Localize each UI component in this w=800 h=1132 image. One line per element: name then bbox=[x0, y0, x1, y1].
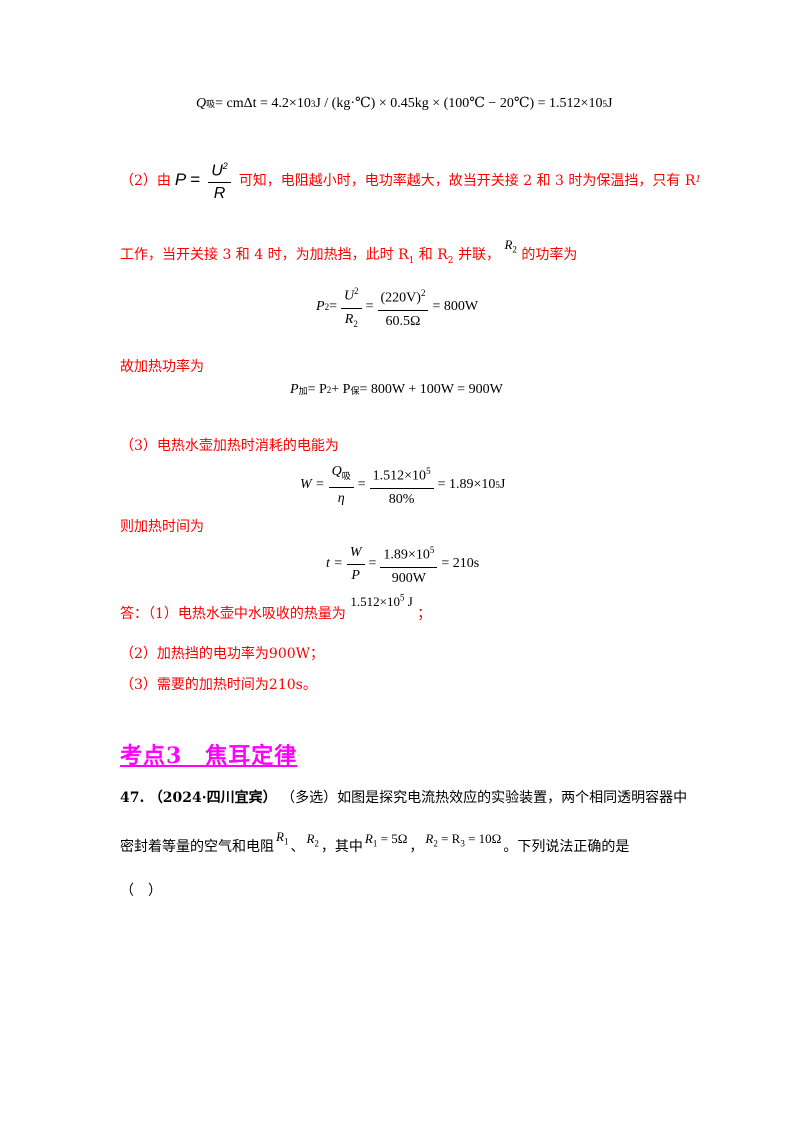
step2b-text: 工作，当开关接 3 和 4 时，为加热挡，此时 R1 和 R2 并联， R2 的… bbox=[120, 237, 578, 266]
question-47-line1: 47. （2024·四川宜宾） （多选）如图是探究电流热效应的实验装置，两个相同… bbox=[120, 790, 688, 806]
question-47-bracket: （ ） bbox=[120, 883, 162, 899]
time-label: 则加热时间为 bbox=[120, 519, 204, 535]
heating-power-label: 故加热功率为 bbox=[120, 359, 204, 375]
answer-2: （2）加热挡的电功率为900W； bbox=[120, 646, 325, 662]
question-47-line2: 密封着等量的空气和电阻 R1 、 R2 ，其中 R1 = 5Ω ， R2 = R… bbox=[120, 829, 630, 855]
section-heading: 考点3 焦耳定律 bbox=[120, 743, 298, 769]
step3-text: （3）电热水壶加热时消耗的电能为 bbox=[120, 438, 339, 454]
step2-text: （2）由 P = U2 R 可知，电阻越小时，电功率越大，故当开关接 2 和 3… bbox=[120, 157, 701, 203]
answer-1: 答：（1）电热水壶中水吸收的热量为 1.512×105 J ； bbox=[120, 592, 432, 622]
equation-time: t = W P = 1.89×105 900W = 210s bbox=[326, 541, 479, 588]
answer-3: （3）需要的加热时间为210s。 bbox=[120, 677, 317, 693]
